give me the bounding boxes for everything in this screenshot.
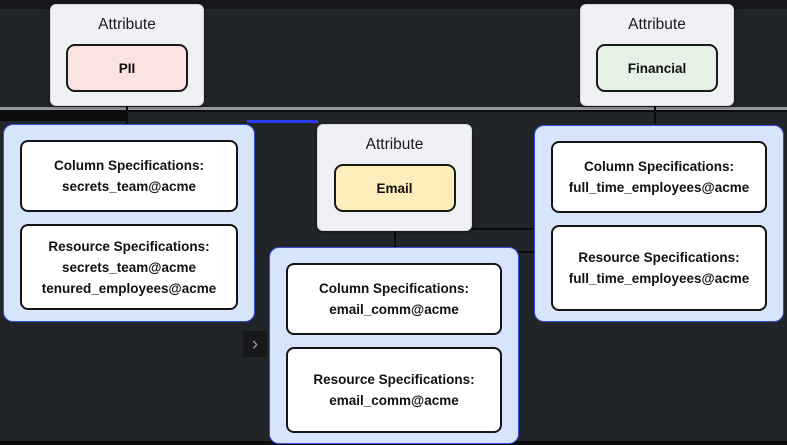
resource-specifications-box: Resource Specifications: email_comm@acme	[286, 347, 502, 433]
spec-value: secrets_team@acme	[61, 179, 196, 194]
edge-band-left	[0, 112, 128, 121]
attribute-node-title: Attribute	[365, 136, 424, 153]
spec-heading: Resource Specifications:	[313, 372, 475, 387]
attribute-chip-financial: Financial	[596, 44, 718, 92]
edge-horizontal-gray	[0, 107, 787, 110]
top-dark-strip	[0, 0, 787, 9]
spec-value: secrets_team@acme	[61, 259, 196, 275]
resource-specifications-box: Resource Specifications: secrets_team@ac…	[20, 224, 238, 310]
spec-heading: Column Specifications:	[318, 281, 470, 296]
spec-value: email_comm@acme	[329, 302, 459, 317]
edge-highlight-blue	[247, 120, 318, 123]
column-specifications-box: Column Specifications: email_comm@acme	[286, 263, 502, 335]
edge-email-right-segment	[470, 228, 537, 230]
attribute-node-title: Attribute	[628, 16, 686, 33]
edge-email-to-middle-group	[394, 228, 396, 248]
resource-specifications-box: Resource Specifications: full_time_emplo…	[551, 225, 767, 311]
spec-group-pii: Column Specifications: secrets_team@acme…	[3, 124, 255, 322]
spec-value: full_time_employees@acme	[568, 271, 750, 286]
attribute-chip-pii: PII	[66, 44, 188, 92]
spec-group-email: Column Specifications: email_comm@acme R…	[269, 247, 519, 444]
edge-arrowhead-box: ›	[243, 331, 267, 357]
spec-heading: Column Specifications:	[583, 159, 735, 174]
spec-heading: Resource Specifications:	[48, 238, 210, 254]
chevron-right-icon: ›	[251, 333, 259, 355]
edge-middle-right-segment	[517, 251, 537, 253]
attribute-node-pii: Attribute PII	[50, 4, 204, 106]
column-specifications-box: Column Specifications: full_time_employe…	[551, 141, 767, 213]
attribute-node-financial: Attribute Financial	[580, 4, 734, 106]
attribute-node-title: Attribute	[98, 16, 156, 33]
edge-pii-to-left-group	[126, 100, 128, 124]
edge-financial-to-right-group	[654, 100, 656, 124]
edge-horizontal-black	[0, 110, 787, 112]
spec-heading: Column Specifications:	[53, 158, 205, 173]
spec-value: tenured_employees@acme	[41, 280, 217, 296]
attribute-node-email: Attribute Email	[317, 124, 472, 231]
spec-heading: Resource Specifications:	[578, 250, 740, 265]
spec-value: full_time_employees@acme	[568, 180, 750, 195]
spec-group-financial: Column Specifications: full_time_employe…	[534, 125, 784, 322]
attribute-chip-email: Email	[333, 164, 456, 212]
column-specifications-box: Column Specifications: secrets_team@acme	[20, 140, 238, 212]
spec-value: email_comm@acme	[329, 393, 459, 408]
